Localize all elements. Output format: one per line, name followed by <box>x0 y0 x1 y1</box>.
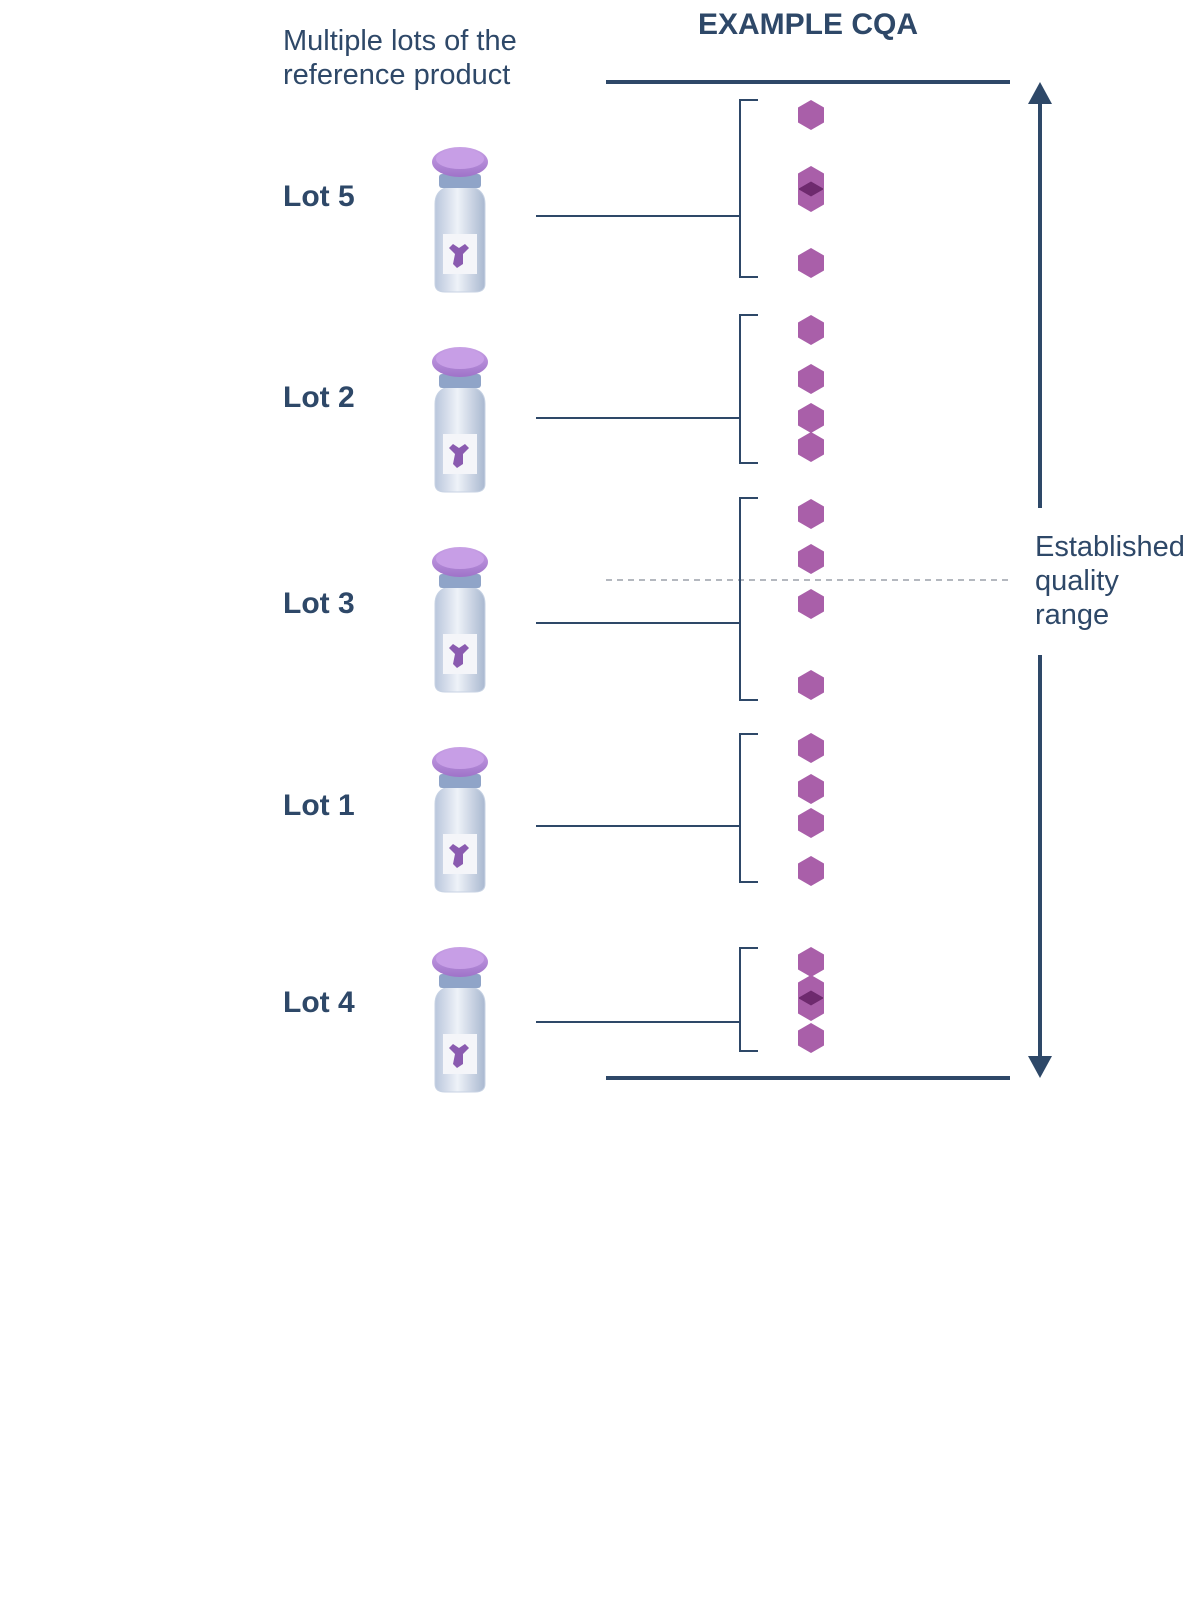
range-line-3: range <box>1035 599 1110 631</box>
lot-label-2: Lot 2 <box>283 381 355 414</box>
cqa-marker <box>798 544 824 574</box>
lot-3-connector <box>536 497 758 701</box>
cqa-marker <box>798 499 824 529</box>
lot-5-connector <box>536 99 758 278</box>
lot-label-1: Lot 1 <box>283 789 355 822</box>
lot-4-connector <box>536 947 758 1052</box>
range-line-1: Established <box>1035 531 1185 563</box>
lot-label-3: Lot 3 <box>283 587 355 620</box>
cqa-marker <box>798 403 824 433</box>
cqa-marker <box>798 733 824 763</box>
cqa-marker-overlap <box>798 181 824 197</box>
cqa-marker-overlap <box>798 990 824 1006</box>
cqa-marker <box>798 947 824 977</box>
header-line-1: Multiple lots of the <box>283 25 517 57</box>
lot-2-connector <box>536 314 758 464</box>
header-caption: Multiple lots of the reference product <box>283 24 517 92</box>
established-quality-range-label: Established quality range <box>1035 530 1185 632</box>
cqa-marker <box>798 248 824 278</box>
cqa-marker <box>798 1023 824 1053</box>
vial-icon <box>432 547 488 693</box>
range-line-2: quality <box>1035 565 1119 597</box>
lot-label-4: Lot 4 <box>283 986 355 1019</box>
cqa-marker <box>798 432 824 462</box>
arrow-up-icon <box>1028 82 1052 104</box>
cqa-marker <box>798 315 824 345</box>
header-line-2: reference product <box>283 59 511 91</box>
cqa-marker <box>798 670 824 700</box>
cqa-marker <box>798 774 824 804</box>
cqa-marker <box>798 856 824 886</box>
cqa-marker <box>798 100 824 130</box>
cqa-marker <box>798 364 824 394</box>
vial-icon <box>432 147 488 293</box>
arrow-down-icon <box>1028 1056 1052 1078</box>
lot-1-connector <box>536 733 758 883</box>
cqa-title: EXAMPLE CQA <box>698 8 919 41</box>
lot-label-5: Lot 5 <box>283 180 355 213</box>
vial-icon <box>432 947 488 1093</box>
vial-icon <box>432 347 488 493</box>
cqa-marker <box>798 589 824 619</box>
cqa-marker <box>798 808 824 838</box>
vial-icon <box>432 747 488 893</box>
